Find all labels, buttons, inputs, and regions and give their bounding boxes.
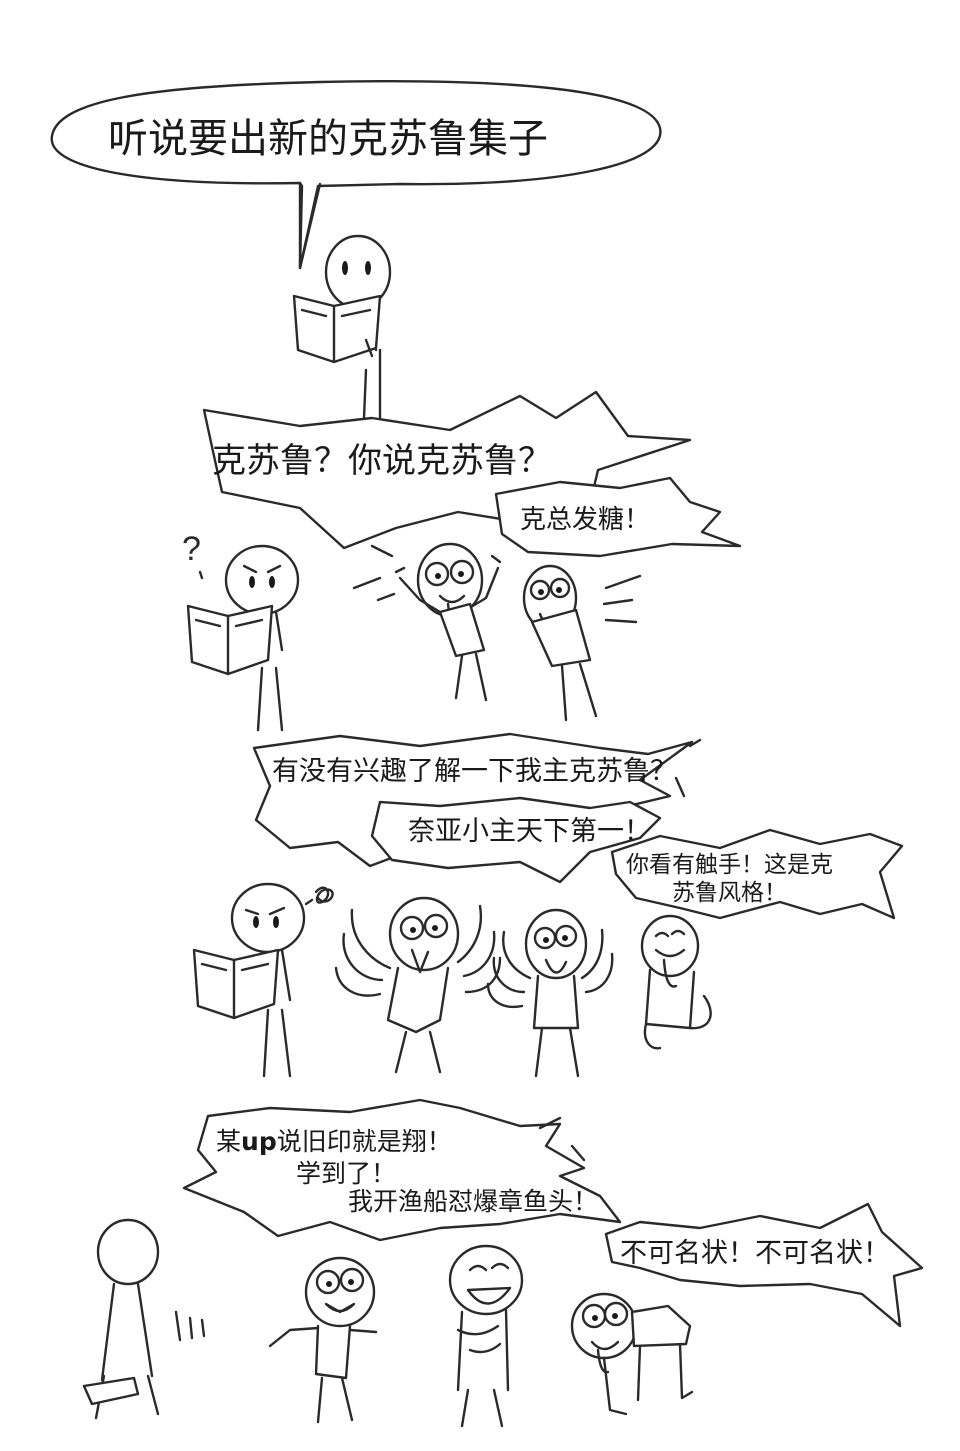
speech-text-panel4-line2: 学到了！ <box>296 1159 397 1188</box>
panel-1 <box>50 79 662 420</box>
speech-text-panel4-side: 不可名状！不可名状！ <box>620 1238 890 1269</box>
speech-bubble-jagged <box>182 1098 622 1242</box>
stick-figure-reader <box>292 234 392 420</box>
stick-figure-excited <box>268 1256 378 1424</box>
speech-bubble-side <box>610 828 904 920</box>
stick-figure-laughing <box>448 1244 524 1428</box>
stick-figure-reader <box>192 882 334 1078</box>
stick-figure-walking-away <box>82 1218 206 1420</box>
speech-text-panel2-side: 克总发糖！ <box>520 505 651 535</box>
speech-bubble-side <box>604 1202 924 1328</box>
newspaper-icon <box>292 294 382 364</box>
panel-4 <box>82 1098 924 1428</box>
speech-text-panel1: 听说要出新的克苏鲁集子 <box>108 116 548 162</box>
speech-bubble-side <box>494 476 742 558</box>
panel-3 <box>192 732 904 1078</box>
scribble-annoyed-icon <box>304 886 334 906</box>
stick-figure-crouching <box>570 1292 694 1416</box>
stick-figure-reader <box>186 544 300 732</box>
speech-text-panel4-line1: 某up说旧印就是翔！ <box>216 1127 452 1157</box>
stick-figure-excited <box>522 564 642 722</box>
line1-bold: up <box>241 1127 277 1156</box>
speech-bubble-jagged-second <box>370 796 662 884</box>
speech-text-panel3-side: 你看有触手！这是克 苏鲁风格！ <box>626 852 833 906</box>
speech-text-panel3-second: 奈亚小主天下第一！ <box>408 816 651 847</box>
stick-figure-tentacles <box>486 908 614 1078</box>
stick-figure-tentacles <box>334 896 502 1074</box>
stick-figure-laughing <box>640 914 712 1050</box>
line1-prefix: 某 <box>216 1127 242 1156</box>
panel-2: ? <box>182 390 742 732</box>
newspaper-icon <box>192 948 280 1020</box>
newspaper-icon <box>186 604 274 676</box>
speech-bubble-oval <box>50 79 662 270</box>
speech-text-panel2-main: 克苏鲁？你说克苏鲁？ <box>212 441 552 481</box>
speech-text-panel4-line3: 我开渔船怼爆章鱼头！ <box>348 1187 599 1216</box>
line1-rest: 说旧印就是翔！ <box>276 1127 452 1156</box>
puzzled-mark: ? <box>182 530 201 568</box>
stick-figure-excited <box>352 542 502 702</box>
speech-text-panel3-main: 有没有兴趣了解一下我主克苏鲁？ <box>272 756 677 787</box>
